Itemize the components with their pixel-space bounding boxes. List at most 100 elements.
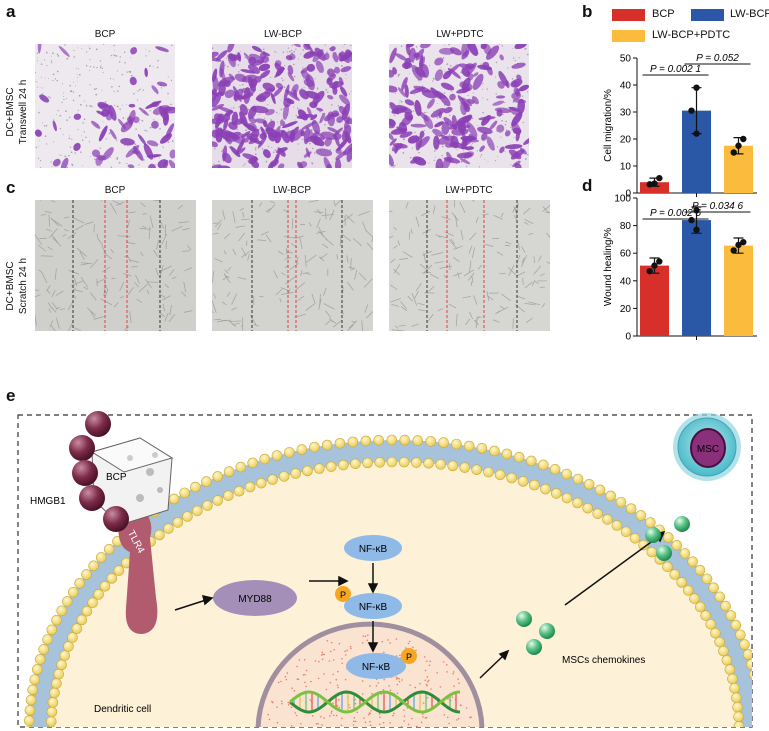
chart-d-y-tick-label-5: 100 xyxy=(614,194,631,205)
chart-b-point-2-1 xyxy=(735,142,742,149)
chart-b-point-0-2 xyxy=(656,174,663,182)
panel-letter-e: e xyxy=(6,386,16,405)
myd88-protein xyxy=(213,580,297,616)
chart-d-y-tick-label-0: 0 xyxy=(625,332,631,343)
chart-d-y-tick-label-3: 60 xyxy=(620,249,632,260)
chart-d-point-2-2 xyxy=(740,238,747,246)
chart-d-y-tick-label-4: 80 xyxy=(620,221,632,232)
chart-d-point-2-1 xyxy=(735,241,742,249)
chart-b-y-tick-label-4: 40 xyxy=(620,81,632,92)
chart-d-bar-1 xyxy=(682,220,711,336)
chart-b-y-tick-label-5: 50 xyxy=(620,54,632,65)
row-label-c-line2: Scratch 24 h xyxy=(18,257,29,315)
membrane-lipid-heads xyxy=(23,434,752,727)
legend-label-bcp: BCP xyxy=(652,8,675,20)
chart-b-annotation-0: P = 0.002 1 xyxy=(650,64,701,75)
nfkb-protein-phosphorylated xyxy=(344,593,402,619)
chart-b-point-1-0 xyxy=(693,130,700,137)
panel-letter-a: a xyxy=(6,2,16,21)
chart-b-point-1-2 xyxy=(693,84,700,91)
chart-d-y-tick-label-2: 40 xyxy=(620,276,632,287)
chart-b-point-1-1 xyxy=(688,107,695,114)
phosphate-label-2: P xyxy=(406,652,412,662)
chemokine-molecules-inside xyxy=(516,611,555,655)
row-label-a: DC+BMSC Transwell 24 h xyxy=(4,52,30,172)
phosphate-marker-2 xyxy=(401,648,417,664)
chart-d-point-0-0 xyxy=(646,267,653,275)
scratch-image-lwbcp xyxy=(212,200,373,331)
chemokines-label: MSCs chemokines xyxy=(562,655,645,666)
row-label-a-line2: Transwell 24 h xyxy=(18,79,29,145)
panel-letter-b: b xyxy=(582,2,593,21)
legend-swatch-lwbcp xyxy=(691,9,724,21)
row-label-c: DC+BMSC Scratch 24 h xyxy=(4,226,30,346)
label-a-bcp: BCP xyxy=(94,29,116,40)
chart-b-y-tick-label-2: 20 xyxy=(620,135,632,146)
row-label-a-line1: DC+BMSC xyxy=(5,87,16,137)
chemokine-molecules-outside xyxy=(645,516,690,561)
phosphate-marker-1 xyxy=(335,586,351,602)
nfkb-protein-cytoplasm xyxy=(344,535,402,561)
chart-b-y-tick-label-1: 10 xyxy=(620,162,632,173)
scratch-image-lwpdtc xyxy=(389,200,550,331)
nfkb-label-3: NF-κB xyxy=(362,662,391,673)
msc-cell xyxy=(673,413,741,481)
label-a-lwpdtc: LW+PDTC xyxy=(436,29,484,40)
hmgb1-molecules xyxy=(69,411,129,532)
pathway-arrows xyxy=(174,530,666,679)
nfkb-protein-nucleus xyxy=(346,653,406,679)
chart-d-annotation-0: P = 0.002 6 xyxy=(650,208,701,219)
chart-d-bar-2 xyxy=(724,245,753,336)
chart-b-annotation-1: P = 0.052 xyxy=(696,53,739,64)
row-label-c-line1: DC+BMSC xyxy=(5,261,16,311)
chart-b-y-tick-label-3: 30 xyxy=(620,108,632,119)
label-c-bcp: BCP xyxy=(104,185,126,196)
transwell-image-bcp xyxy=(35,44,175,168)
label-a-lwbcp: LW-BCP xyxy=(264,29,302,40)
bcp-particle xyxy=(90,437,174,526)
label-c-lwpdtc: LW+PDTC xyxy=(445,185,493,196)
dna-helix xyxy=(289,690,461,714)
chart-b-point-0-0 xyxy=(646,181,653,188)
legend-swatch-bcp xyxy=(612,9,645,21)
cell-cytoplasm xyxy=(40,451,750,727)
chart-d-point-2-0 xyxy=(730,247,737,254)
chart-d-y-axis-label: Wound healing/% xyxy=(603,228,614,306)
myd88-label: MYD88 xyxy=(238,594,272,605)
chart-d-point-1-0 xyxy=(693,226,700,233)
nucleus-chromatin-dots xyxy=(267,634,472,727)
chart-d-y-tick-label-1: 20 xyxy=(620,304,632,315)
chart-b-bar-0 xyxy=(640,182,669,193)
chart-b-y-axis-label: Cell migration/% xyxy=(603,89,614,162)
cell-membrane xyxy=(29,440,752,727)
chart-b-y-tick-label-0: 0 xyxy=(625,189,631,199)
chart-b-point-2-2 xyxy=(740,135,747,143)
transwell-image-lwpdtc xyxy=(389,44,529,168)
chart-d-point-0-2 xyxy=(656,258,663,265)
dendritic-cell-label: Dendritic cell xyxy=(94,704,151,715)
bcp-label: BCP xyxy=(106,472,127,483)
chart-b-point-0-1 xyxy=(651,180,658,187)
panel-letter-d: d xyxy=(582,176,593,195)
scratch-image-bcp xyxy=(35,200,196,331)
chart-b-point-2-0 xyxy=(730,149,737,156)
chart-d-point-0-1 xyxy=(651,262,658,269)
transwell-image-lwbcp xyxy=(212,44,352,168)
msc-label: MSC xyxy=(697,444,719,455)
phosphate-label-1: P xyxy=(340,590,346,600)
label-c-lwbcp: LW-BCP xyxy=(273,185,311,196)
chart-d-point-1-1 xyxy=(688,216,695,224)
legend-label-lwbcppdtc: LW-BCP+PDTC xyxy=(652,29,731,41)
panel-letter-c: c xyxy=(6,178,16,197)
nfkb-label-2: NF-κB xyxy=(359,602,388,613)
tlr4-receptor xyxy=(118,508,158,634)
chart-d-annotation-1: P = 0.034 6 xyxy=(692,201,743,212)
schematic-panel: TLR4 BCP HMGB1 MYD88 NF-κB NF-κB P NF-κB… xyxy=(17,411,753,728)
legend-swatch-lwbcppdtc xyxy=(612,30,645,42)
legend-label-lwbcp: LW-BCP xyxy=(730,8,769,20)
chart-d-bar-0 xyxy=(640,265,669,336)
nfkb-label-1: NF-κB xyxy=(359,544,388,555)
hmgb1-label: HMGB1 xyxy=(30,496,66,507)
